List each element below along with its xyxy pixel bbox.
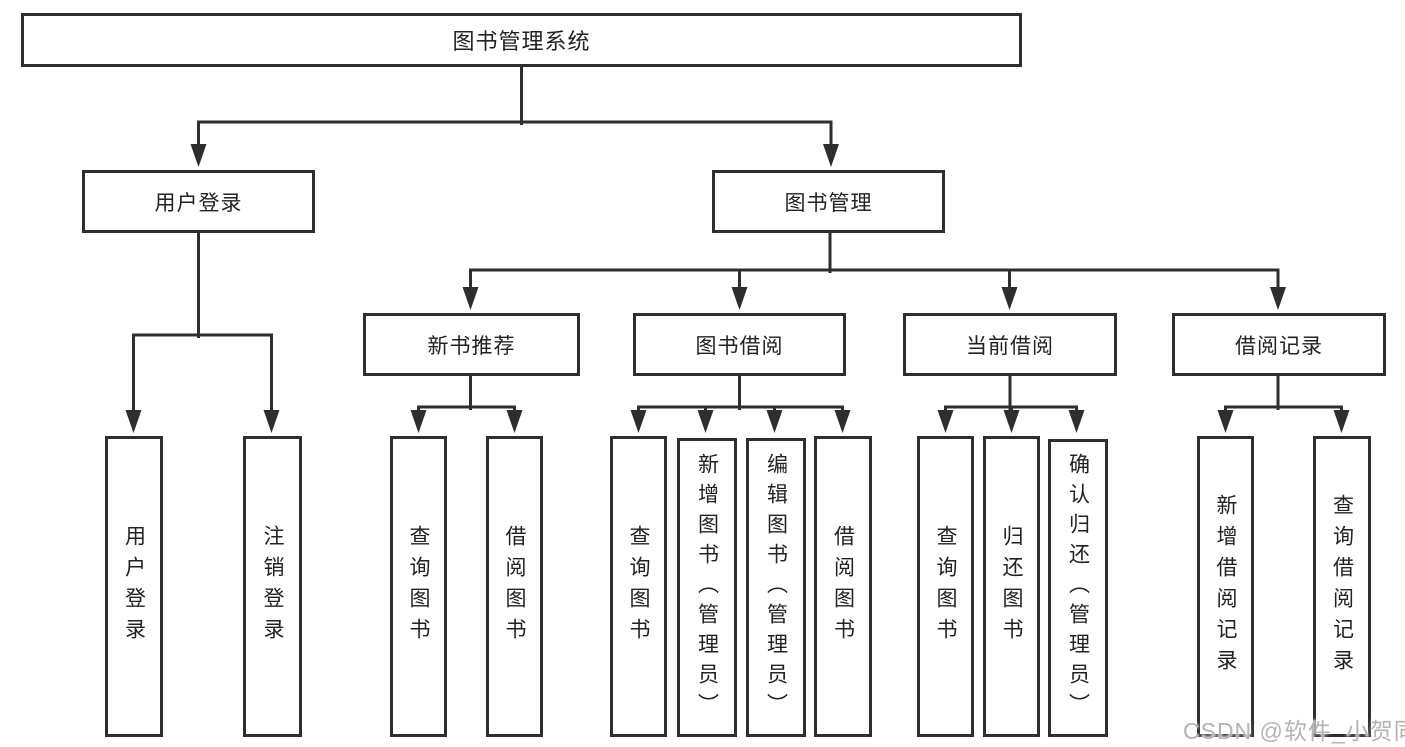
node-book-borrow: 图书借阅 [633, 313, 846, 376]
leaf-label: 编辑图书（管理员） [764, 452, 788, 723]
node-label: 借阅记录 [1235, 334, 1323, 358]
node-label: 图书管理系统 [452, 29, 591, 54]
node-book-management: 图书管理 [712, 170, 945, 233]
leaf-query-books-current: 查询图书 [917, 436, 974, 737]
node-label: 新书推荐 [427, 334, 516, 358]
node-root-system: 图书管理系统 [21, 13, 1022, 67]
leaf-edit-book-admin: 编辑图书（管理员） [746, 438, 806, 737]
leaf-label: 新增图书（管理员） [695, 452, 719, 723]
node-user-login: 用户登录 [82, 170, 315, 233]
leaf-label: 注销登录 [261, 524, 284, 649]
node-label: 图书管理 [784, 191, 873, 215]
node-label: 图书借阅 [695, 334, 784, 358]
node-new-book-recommend: 新书推荐 [363, 313, 580, 376]
leaf-label: 查询借阅记录 [1330, 493, 1354, 680]
leaf-label: 新增借阅记录 [1214, 493, 1237, 680]
leaf-label: 用户登录 [122, 524, 146, 649]
leaf-label: 查询图书 [934, 524, 957, 649]
leaf-add-book-admin: 新增图书（管理员） [677, 438, 737, 737]
node-borrow-records: 借阅记录 [1172, 313, 1386, 376]
leaf-query-books-borrow: 查询图书 [610, 436, 667, 737]
node-label: 用户登录 [154, 191, 243, 215]
csdn-watermark: CSDN @软件_小贺同学 [1183, 718, 1405, 744]
node-label: 当前借阅 [966, 334, 1054, 358]
leaf-return-books: 归还图书 [983, 436, 1040, 737]
leaf-label: 查询图书 [627, 524, 650, 649]
leaf-label: 归还图书 [1000, 524, 1023, 649]
node-current-borrow: 当前借阅 [903, 313, 1117, 376]
leaf-confirm-return-admin: 确认归还（管理员） [1048, 439, 1108, 737]
leaf-query-books-recommend: 查询图书 [390, 436, 447, 737]
leaf-query-borrow-record: 查询借阅记录 [1313, 436, 1371, 737]
leaf-label: 确认归还（管理员） [1066, 453, 1090, 723]
leaf-logout: 注销登录 [243, 436, 302, 737]
leaf-label: 借阅图书 [831, 524, 855, 649]
leaf-user-login: 用户登录 [105, 436, 163, 737]
leaf-borrow-books-recommend: 借阅图书 [486, 436, 543, 737]
leaf-label: 借阅图书 [503, 524, 526, 649]
leaf-label: 查询图书 [407, 524, 430, 649]
leaf-borrow-books-borrow: 借阅图书 [814, 436, 872, 737]
leaf-add-borrow-record: 新增借阅记录 [1197, 436, 1254, 737]
